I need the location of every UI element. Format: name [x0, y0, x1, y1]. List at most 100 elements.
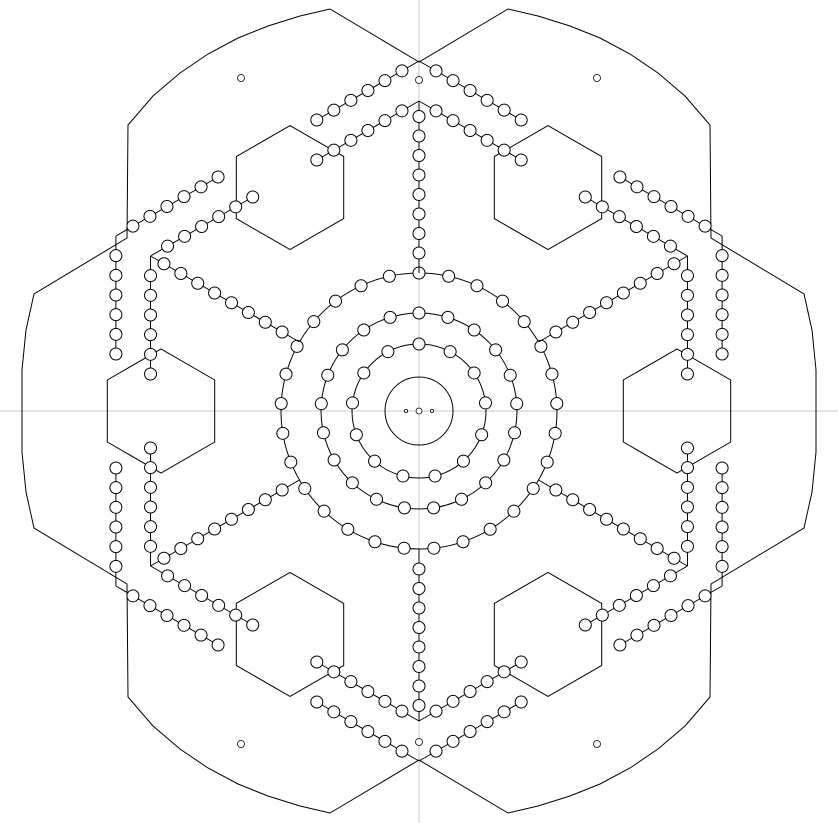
branch-hole	[160, 200, 174, 213]
branch-hole	[361, 84, 375, 97]
branch-hole	[126, 589, 140, 603]
arm-hole	[412, 168, 426, 182]
branch-hole	[429, 64, 443, 78]
branch-hole	[144, 308, 158, 322]
hub-pin-left	[403, 408, 408, 413]
branch-hole	[144, 539, 158, 553]
branch-hole	[229, 200, 243, 214]
branch-hole	[327, 705, 341, 719]
mounting-hole	[593, 74, 601, 82]
branch-hole	[395, 104, 409, 118]
branch-hole	[514, 153, 528, 167]
branch-hole	[680, 461, 694, 475]
branch-hole	[126, 219, 140, 233]
branch-hole	[143, 209, 157, 223]
branch-hole	[144, 328, 158, 342]
branch-hole	[178, 229, 192, 243]
ring-hole	[456, 454, 470, 468]
arm-hole	[412, 660, 426, 673]
branch-hole	[463, 685, 477, 698]
arm-hole	[208, 286, 222, 300]
branch-hole	[647, 618, 661, 632]
branch-hole	[361, 685, 375, 698]
arm-hole	[412, 149, 426, 162]
ring-hole	[507, 504, 521, 518]
ring-hole	[427, 501, 441, 515]
branch-hole	[429, 704, 443, 718]
ring-hole	[368, 454, 382, 468]
ring-hole	[341, 522, 355, 536]
branch-hole	[178, 579, 192, 593]
branch-hole	[680, 269, 694, 283]
ring-hole	[496, 294, 510, 308]
arm-hole	[549, 483, 563, 497]
ring-hole	[442, 269, 456, 283]
ring-hole	[475, 428, 489, 442]
branch-hole	[715, 481, 729, 495]
mounting-hole	[237, 740, 245, 748]
branch-hole	[194, 180, 208, 194]
ring-hole	[276, 426, 290, 440]
ring-hole	[489, 343, 503, 357]
mounting-hole	[415, 738, 423, 746]
arm-hole	[412, 621, 426, 634]
branch-hole	[497, 143, 511, 157]
branch-hole	[715, 249, 729, 263]
branch-hole	[698, 219, 712, 233]
branch-hole	[177, 618, 191, 632]
hex-cutout	[106, 348, 216, 474]
peg-arms	[150, 101, 688, 721]
branch-hole	[109, 461, 123, 475]
branch-hole	[612, 210, 626, 224]
hex-cutout	[235, 571, 345, 697]
arm-hole	[633, 276, 647, 290]
branch-hole	[629, 220, 643, 233]
branch-hole	[680, 347, 694, 361]
ring-hole	[298, 481, 312, 495]
hub-pin-right	[429, 408, 434, 413]
board-outline	[21, 8, 817, 814]
ring-hole	[540, 455, 554, 469]
branch-hole	[647, 190, 661, 204]
branch-hole	[630, 628, 644, 642]
arm-hole	[566, 493, 580, 507]
arm-hole	[412, 227, 426, 240]
hexagonal-cutouts	[106, 125, 732, 697]
branch-hole	[663, 239, 677, 253]
branch-hole	[109, 268, 123, 282]
branch-hole	[109, 327, 123, 341]
arm-hole	[412, 188, 426, 201]
branch-hole	[715, 559, 729, 573]
branch-hole	[144, 441, 158, 455]
arm-hole	[191, 532, 205, 546]
arm-hole	[412, 110, 426, 123]
branch-hole	[664, 200, 678, 213]
arm-hole	[412, 699, 426, 712]
ring-hole	[396, 469, 410, 483]
ring-hole	[382, 269, 396, 283]
branch-hole	[109, 520, 123, 534]
arm-hole	[566, 315, 580, 329]
branch-hole	[361, 124, 375, 137]
branch-hole	[613, 638, 627, 652]
branch-hole	[480, 675, 494, 689]
branch-hole	[715, 520, 729, 534]
branch-hole	[578, 618, 592, 632]
branch-hole	[629, 589, 643, 602]
arm-hole	[241, 503, 255, 516]
arm-hole	[412, 601, 426, 615]
branch-hole	[480, 133, 494, 147]
branch-hole	[143, 599, 157, 613]
branch-hole	[144, 480, 158, 494]
branch-hole	[715, 461, 729, 475]
branch-hole	[378, 114, 392, 128]
arm-hole	[412, 246, 426, 260]
ring-hole	[345, 396, 359, 410]
ring-hole	[369, 492, 383, 506]
arm-hole	[225, 296, 239, 310]
branch-hole	[497, 103, 511, 117]
branch-hole	[344, 715, 358, 729]
ring-hole	[456, 535, 470, 549]
branch-hole	[194, 628, 208, 642]
